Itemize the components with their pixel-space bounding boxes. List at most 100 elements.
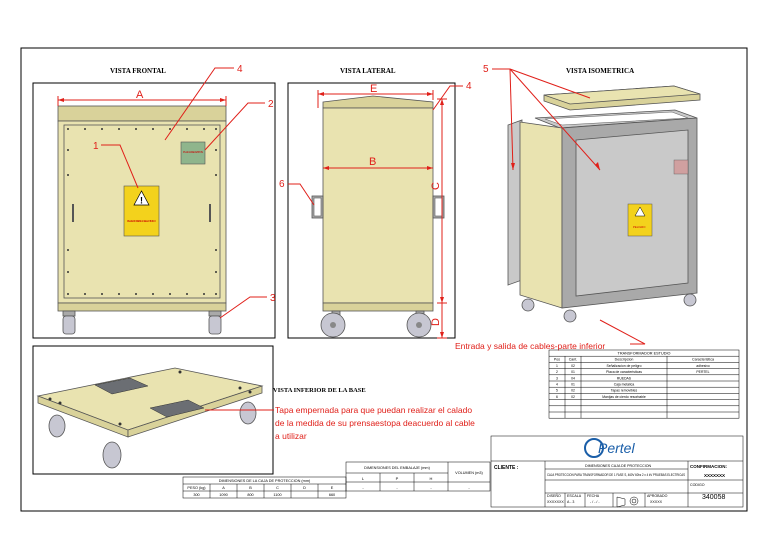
- dims-table-header: E: [331, 486, 334, 490]
- drawing-title: DIMENSIONES CAJA DE PROTECCION: [585, 464, 651, 468]
- base-view: [36, 367, 264, 469]
- hazard-triangle-icon: [133, 190, 150, 206]
- isometric-view: PELIGRO: [507, 85, 701, 323]
- parts-table-cell: adhesivo: [696, 364, 710, 368]
- bolted-cover-1: [94, 377, 149, 395]
- parts-table-cell: 02: [571, 364, 575, 368]
- parts-table-cell: Manijas de cierdo resorbable: [602, 395, 646, 399]
- lateral-view-frame: [287, 82, 456, 339]
- lateral-view: E B C D: [311, 83, 447, 339]
- dims-table-value: 800: [247, 493, 253, 497]
- dims-table-header: D: [303, 486, 306, 490]
- code-label: CODIGO: [690, 483, 705, 487]
- parts-table-cell: Caja metalica: [614, 383, 635, 387]
- parts-table-cell: 6: [556, 395, 558, 399]
- svg-text:!: !: [140, 196, 143, 206]
- dim-a-label: A: [136, 89, 144, 101]
- dims-table: DIMENSIONES DE LA CAJA DE PROTECCION (mm…: [182, 476, 347, 499]
- parts-table-cell: Señalizacion de peligro: [606, 364, 641, 368]
- data-plate-text: PLACA DE DATOS: [183, 150, 203, 154]
- front-view: ! PELIGRO RIESGO ELECTRICO PLACA DE DATO…: [57, 89, 227, 335]
- parts-table-cell: 01: [571, 383, 575, 387]
- parts-table-cell: 5: [556, 389, 558, 393]
- row-value-3: XXXXX: [650, 500, 663, 504]
- callout-3: 3: [270, 293, 276, 304]
- confirm-label: CONFIRMACION:: [690, 464, 727, 469]
- row-label-2: FECHA: [587, 494, 600, 498]
- front-view-title: VISTA FRONTAL: [110, 67, 166, 75]
- callout-4-lateral: 4: [466, 81, 472, 92]
- callout-2: 2: [268, 99, 274, 110]
- parts-table-cell: 2: [556, 370, 558, 374]
- pertel-logo: Pertel: [584, 438, 635, 458]
- front-view-frame: [32, 82, 276, 339]
- parts-table-cell: PERTEL: [696, 370, 709, 374]
- lateral-view-title: VISTA LATERAL: [340, 67, 396, 75]
- dims-table-value: 300: [193, 493, 199, 497]
- dim-b-label: B: [369, 156, 376, 168]
- drawing-description: CAJA PROTECCION PARA TRANSFORMADOR DE 1 …: [547, 473, 685, 477]
- parts-table-header: Cant.: [569, 358, 578, 362]
- base-note-line-1: Tapa empernada para que puedan realizar …: [275, 405, 472, 415]
- dims-table-header: C: [276, 486, 279, 490]
- row-value-1: A - 3: [567, 500, 574, 504]
- parts-table-cell: 02: [571, 389, 575, 393]
- svg-text:PELIGRO: PELIGRO: [633, 225, 646, 229]
- base-view-title: VISTA INFERIOR DE LA BASE: [273, 387, 366, 394]
- cables-note: Entrada y salida de cables-parte inferio…: [455, 341, 605, 351]
- row-label-0: DISEÑO: [547, 493, 561, 498]
- dim-d-label: D: [430, 318, 442, 326]
- parts-table-cell: 02: [571, 395, 575, 399]
- parts-table: TRANSFORMADOR ESTUDIO Pos Cant. Descripcion…: [548, 349, 740, 419]
- parts-table-header: Descripcion: [615, 358, 634, 362]
- iso-hazard-triangle-icon: [634, 206, 646, 217]
- projection-symbol-icon: [616, 496, 639, 508]
- pack-table-header: P: [396, 476, 399, 481]
- bolted-cover-2: [149, 399, 205, 418]
- pack-table-value: -: [396, 485, 398, 490]
- row-label-3: APROBADO: [647, 494, 668, 498]
- pack-volume-label: VOLUMEN (m3): [455, 471, 483, 475]
- base-note-line-3: a utilizar: [275, 431, 307, 441]
- iso-view-title: VISTA ISOMETRICA: [566, 67, 634, 75]
- parts-table-cell: Placa de caracteristicas: [606, 370, 642, 374]
- pack-table-value: -: [430, 485, 432, 490]
- parts-table-cell: Tapas removibles: [611, 389, 638, 393]
- row-value-0: XXXXXXX: [547, 500, 564, 504]
- callout-1: 1: [93, 141, 99, 152]
- parts-table-cell: 3: [556, 376, 558, 380]
- parts-table-cell: RUEDAS: [617, 376, 632, 380]
- row-value-2: - / - / -: [590, 500, 600, 504]
- dims-table-header: PESO (kg): [187, 486, 206, 490]
- parts-table-header: Pos: [554, 358, 560, 362]
- pack-table-header: L: [362, 476, 365, 481]
- dim-e-label: E: [370, 83, 377, 95]
- code-value: 340058: [702, 494, 725, 501]
- parts-table-cell: 1: [556, 364, 558, 368]
- parts-table-cell: 04: [571, 376, 575, 380]
- parts-table-cell: 01: [571, 370, 575, 374]
- dims-table-value: 1090: [219, 493, 227, 497]
- client-label: CLIENTE :: [494, 465, 519, 471]
- dims-table-value: 1100: [273, 493, 281, 497]
- parts-table-title: TRANSFORMADOR ESTUDIO: [618, 352, 671, 356]
- callout-4-front: 4: [237, 64, 243, 75]
- dim-c-label: C: [430, 182, 442, 190]
- callout-6: 6: [279, 179, 285, 190]
- dims-table-value: 660: [329, 493, 335, 497]
- pack-table-title: DIMENSIONES DEL EMBALAJE (mm): [364, 466, 430, 470]
- data-plate: [180, 141, 206, 165]
- dims-table-header: B: [249, 486, 252, 490]
- pack-table-value: -: [362, 485, 364, 490]
- dims-table-header: A: [222, 486, 225, 490]
- base-note-line-2: de la medida de su prensaestopa deacuerd…: [275, 418, 475, 428]
- dims-table-title: DIMENSIONES DE LA CAJA DE PROTECCION (mm…: [219, 479, 311, 483]
- sheet-border: [20, 47, 748, 512]
- parts-table-header: Caracteristica: [692, 358, 714, 362]
- row-label-1: ESCALA: [567, 494, 582, 498]
- confirm-value: XXXXXXX: [704, 473, 725, 478]
- parts-table-cell: 4: [556, 383, 558, 387]
- warning-sign-text: PELIGRO RIESGO ELECTRICO: [127, 219, 157, 223]
